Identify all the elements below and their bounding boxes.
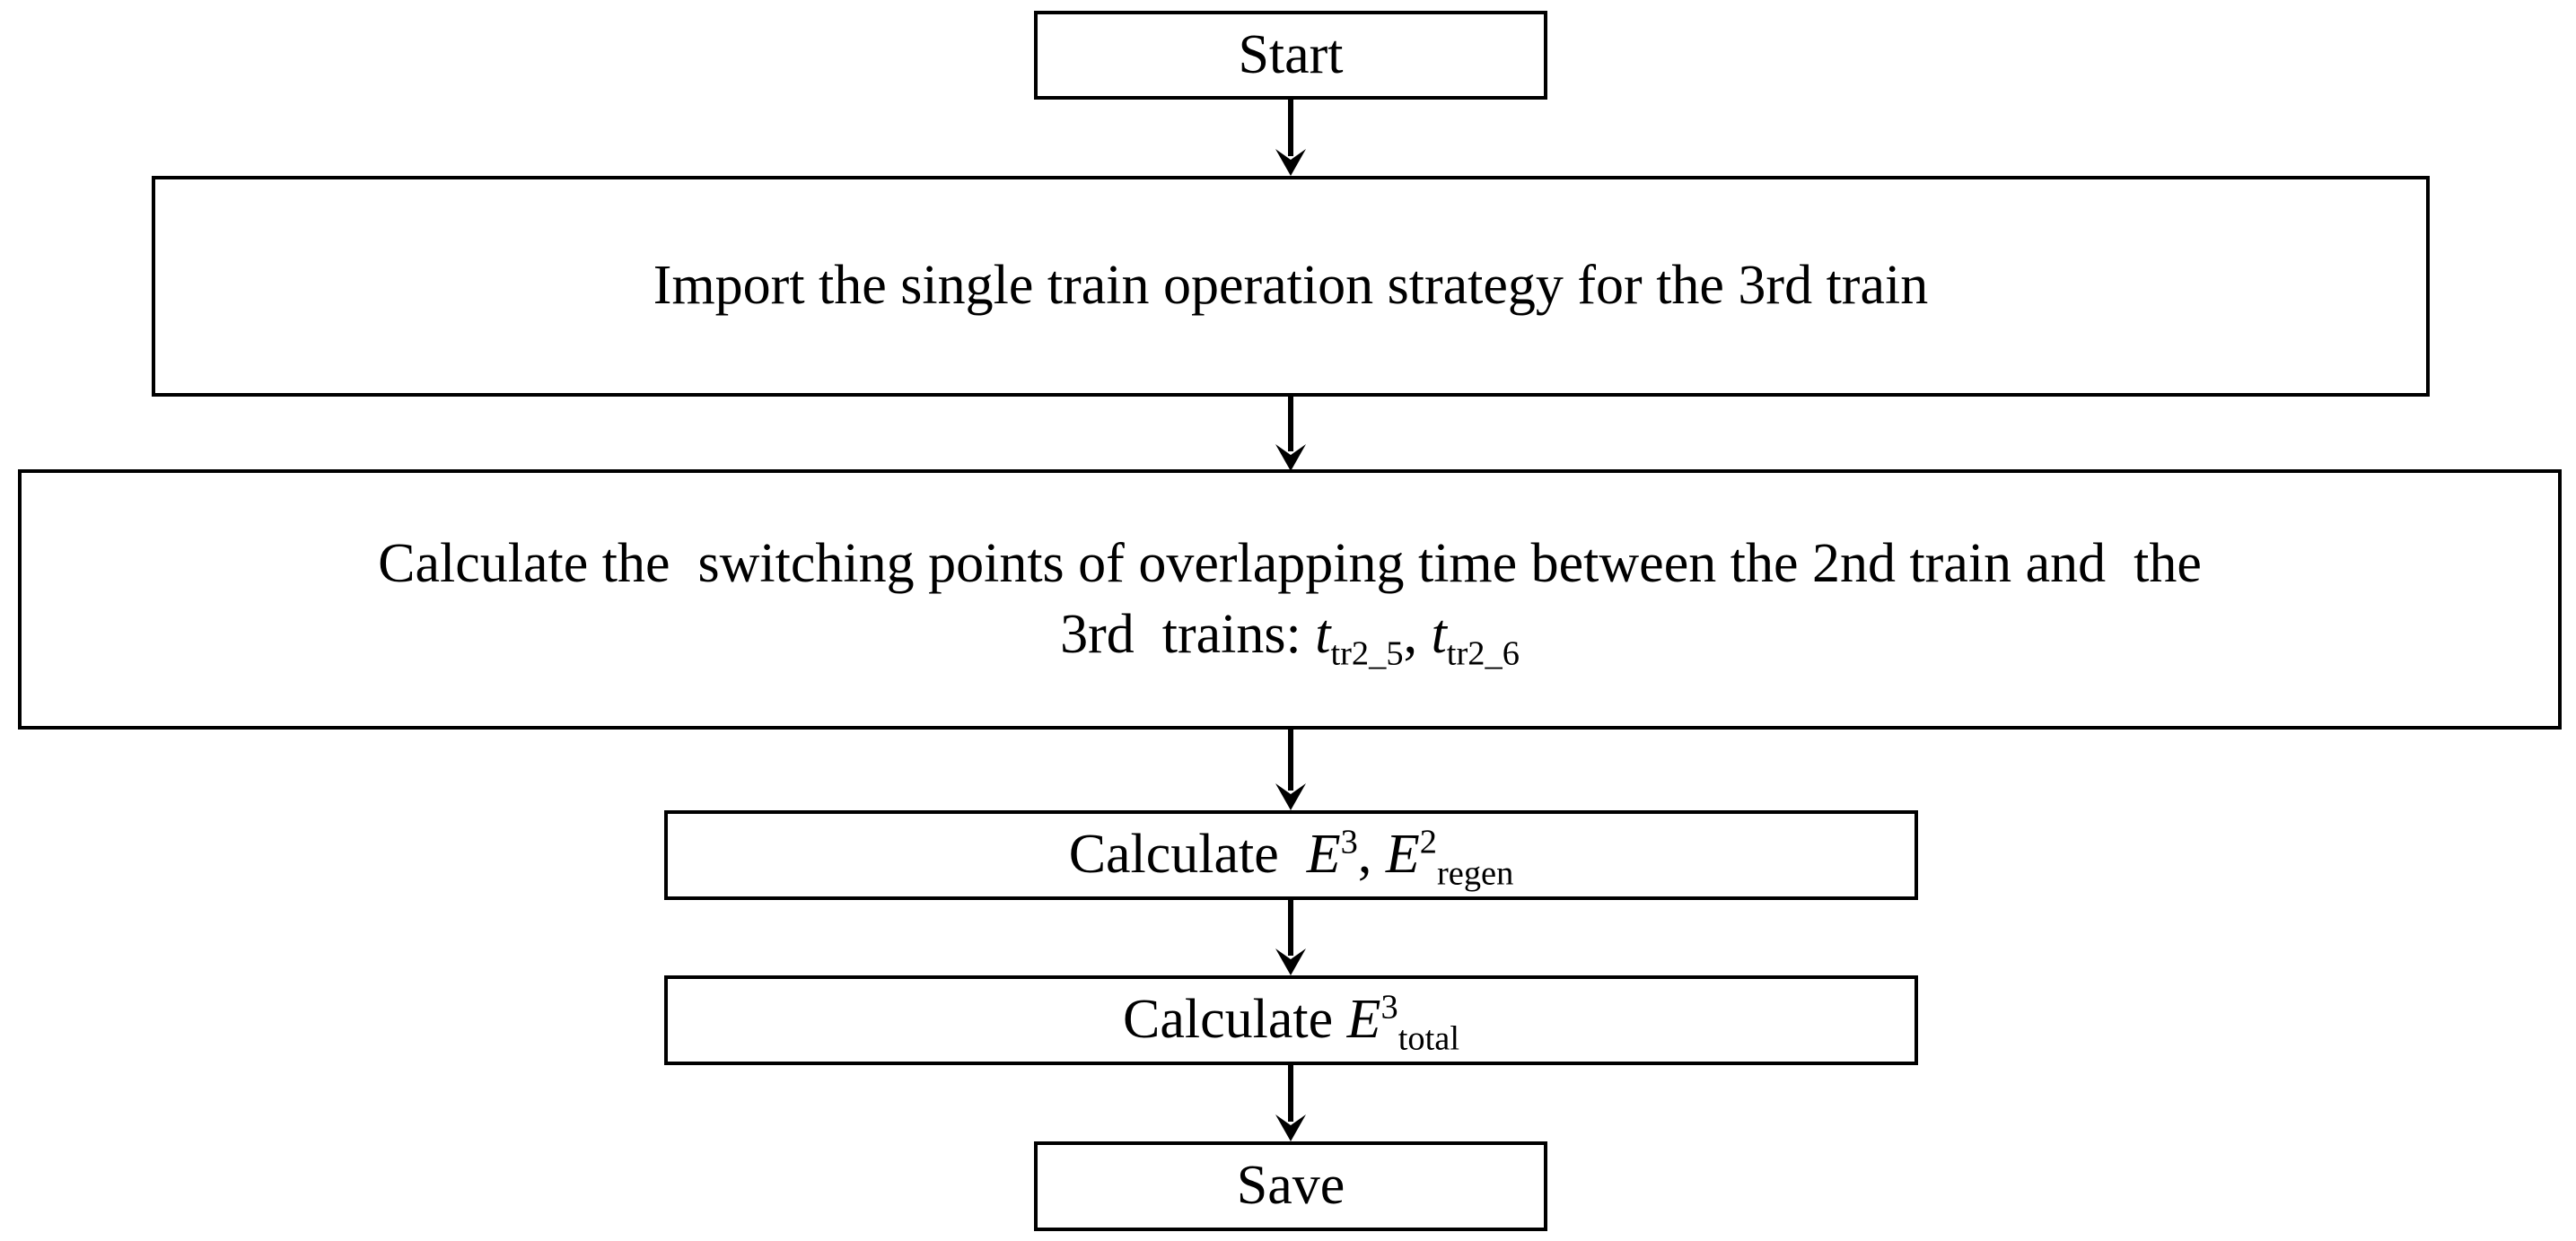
flow-node-start[interactable]: Start (1034, 11, 1547, 100)
switching-points-line2-prefix: 3rd trains: (1060, 604, 1316, 665)
flow-node-calculate-e3-total[interactable]: Calculate E3total (664, 975, 1918, 1065)
flow-node-switching-points-text: Calculate the switching points of overla… (22, 529, 2558, 671)
edge-start-to-import (1275, 99, 1307, 178)
term-e3total-subscript: total (1398, 1019, 1459, 1058)
variable-ttr2-6-subscript: tr2_6 (1446, 634, 1520, 673)
flow-node-calculate-e3-e2regen[interactable]: Calculate E3, E2regen (664, 810, 1918, 900)
flow-node-calculate-e3-e2regen-text: Calculate E3, E2regen (668, 819, 1914, 893)
term-e3-base: E (1306, 824, 1341, 886)
variable-ttr2-6-base: t (1431, 604, 1447, 665)
flow-node-calculate-e3-total-text: Calculate E3total (668, 984, 1914, 1058)
edge-calculate-e3-to-e3-total (1275, 899, 1307, 977)
term-e3total-base: E (1346, 989, 1381, 1051)
term-e2regen-base: E (1385, 824, 1420, 886)
flow-node-save-label: Save (1236, 1155, 1345, 1217)
term-e3-superscript: 3 (1340, 823, 1358, 861)
edge-import-to-switching-points (1275, 396, 1307, 473)
calculate-e3-total-prefix: Calculate (1123, 989, 1347, 1051)
flow-node-import-strategy-label: Import the single train operation strate… (653, 255, 1929, 317)
term-e2regen-superscript: 2 (1419, 823, 1437, 861)
edge-e3-total-to-save (1275, 1064, 1307, 1143)
flow-node-start-label: Start (1238, 23, 1344, 85)
calculate-e3-prefix: Calculate (1068, 824, 1307, 886)
edge-switching-points-to-calculate-e3 (1275, 729, 1307, 812)
flow-node-save[interactable]: Save (1034, 1141, 1547, 1231)
calculate-e3-separator: , (1357, 824, 1386, 886)
term-e2regen-subscript: regen (1436, 854, 1514, 893)
variable-ttr2-5-subscript: tr2_5 (1330, 634, 1404, 673)
flow-node-switching-points[interactable]: Calculate the switching points of overla… (18, 469, 2562, 730)
flow-node-import-strategy[interactable]: Import the single train operation strate… (152, 176, 2430, 397)
term-e3total-superscript: 3 (1380, 988, 1398, 1027)
variable-ttr2-5-base: t (1315, 604, 1331, 665)
switching-points-separator: , (1403, 604, 1432, 665)
switching-points-line1: Calculate the switching points of overla… (378, 532, 2202, 594)
